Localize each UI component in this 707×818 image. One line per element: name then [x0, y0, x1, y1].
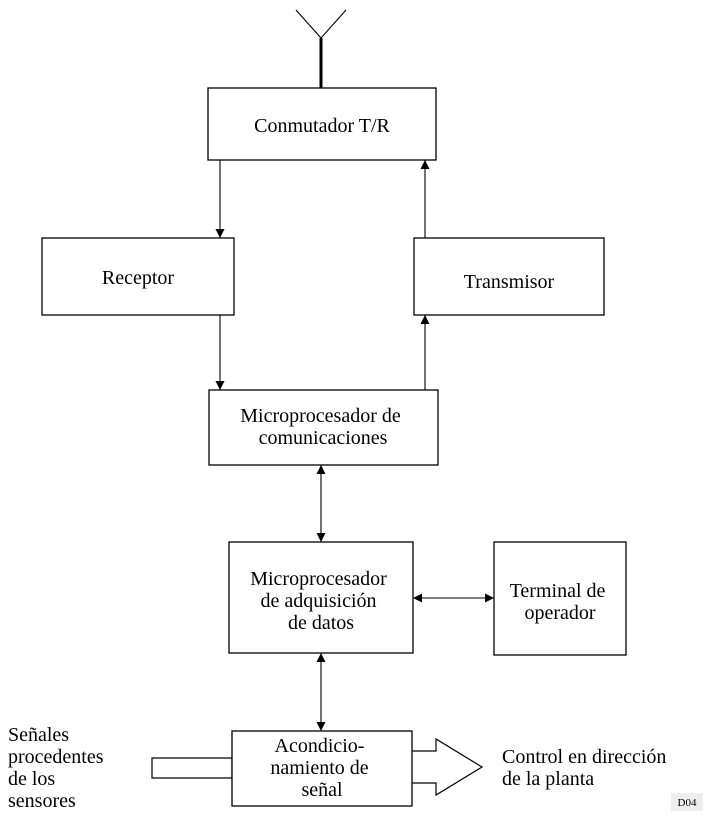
sensor-input-arrow — [151, 757, 233, 779]
block-switch: Conmutador T/R — [207, 87, 437, 161]
block-signal-conditioning-label: Acondicio- namiento de señal — [270, 735, 373, 801]
block-operator-terminal-label: Terminal de operador — [510, 580, 611, 624]
block-transmitter: Transmisor — [413, 237, 605, 316]
figure-tag-label: D04 — [678, 797, 697, 809]
figure-tag: D04 — [671, 793, 703, 811]
block-comm-microprocessor-label: Microprocesador de comunicaciones — [240, 405, 406, 449]
block-receiver-label: Receptor — [102, 267, 175, 289]
block-switch-label: Conmutador T/R — [254, 115, 390, 137]
antenna-icon — [295, 9, 347, 88]
block-transmitter-label: Transmisor — [464, 271, 555, 293]
block-daq-microprocessor: Microprocesador de adquisición de datos — [228, 541, 414, 654]
plant-control-label: Control en dirección de la planta — [502, 746, 671, 790]
sensor-signals-label: Señales procedentes de los sensores — [8, 724, 109, 812]
plant-output-arrow — [409, 737, 484, 797]
block-signal-conditioning: Acondicio- namiento de señal — [231, 730, 413, 807]
block-comm-microprocessor: Microprocesador de comunicaciones — [208, 389, 439, 466]
block-daq-microprocessor-label: Microprocesador de adquisición de datos — [250, 568, 392, 634]
block-receiver: Receptor — [41, 237, 235, 316]
block-operator-terminal: Terminal de operador — [493, 541, 627, 656]
